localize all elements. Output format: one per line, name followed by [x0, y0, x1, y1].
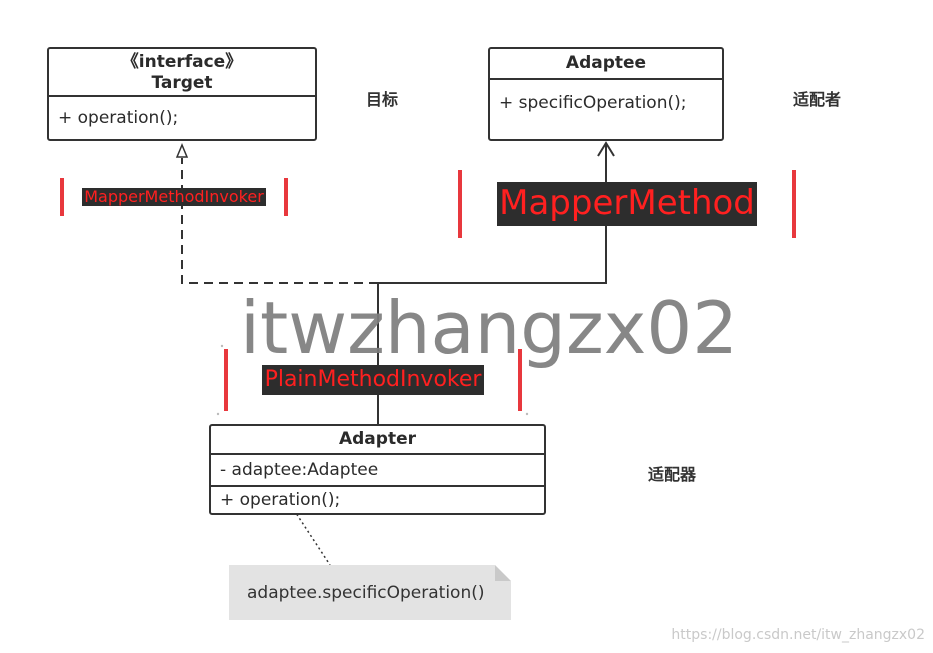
- adaptee-class-box: Adaptee + specificOperation();: [488, 47, 724, 141]
- note-text: adaptee.specificOperation(): [247, 582, 485, 603]
- source-url: https://blog.csdn.net/itw_zhangzx02: [671, 627, 925, 643]
- adapter-operation: + operation();: [211, 485, 544, 513]
- target-caption: 目标: [366, 90, 399, 109]
- target-header: 《interface》 Target: [49, 49, 315, 97]
- adapter-implementation-label: PlainMethodInvoker: [261, 365, 485, 395]
- target-operation: + operation();: [58, 108, 179, 128]
- adaptee-caption: 适配者: [793, 90, 842, 109]
- target-name: Target: [151, 73, 213, 93]
- adapter-attribute: - adaptee:Adaptee: [220, 460, 379, 480]
- adaptee-implementation-label: MapperMethod: [497, 182, 757, 226]
- adaptee-name: Adaptee: [490, 49, 722, 80]
- adapter-class-box: Adapter - adaptee:Adaptee + operation();: [209, 424, 546, 515]
- adapter-name: Adapter: [211, 426, 544, 455]
- target-implementation-tag: MapperMethodInvoker: [60, 178, 288, 216]
- target-interface-box: 《interface》 Target + operation();: [47, 47, 317, 141]
- watermark-text: itwzhangzx02: [240, 286, 739, 370]
- implementation-note: adaptee.specificOperation(): [229, 565, 511, 620]
- target-implementation-label: MapperMethodInvoker: [82, 186, 266, 207]
- target-stereotype: 《interface》: [121, 52, 243, 72]
- adapter-implementation-tag: PlainMethodInvoker: [224, 349, 522, 411]
- adaptee-implementation-tag: MapperMethod: [458, 170, 796, 238]
- adaptee-operation: + specificOperation();: [499, 93, 687, 113]
- realization-arrowhead: [175, 143, 189, 158]
- adapter-caption: 适配器: [648, 465, 697, 484]
- note-anchor-line: [293, 509, 331, 566]
- note-fold-corner: [495, 565, 511, 581]
- realization-line: [181, 158, 378, 284]
- association-arrowhead: [597, 141, 615, 157]
